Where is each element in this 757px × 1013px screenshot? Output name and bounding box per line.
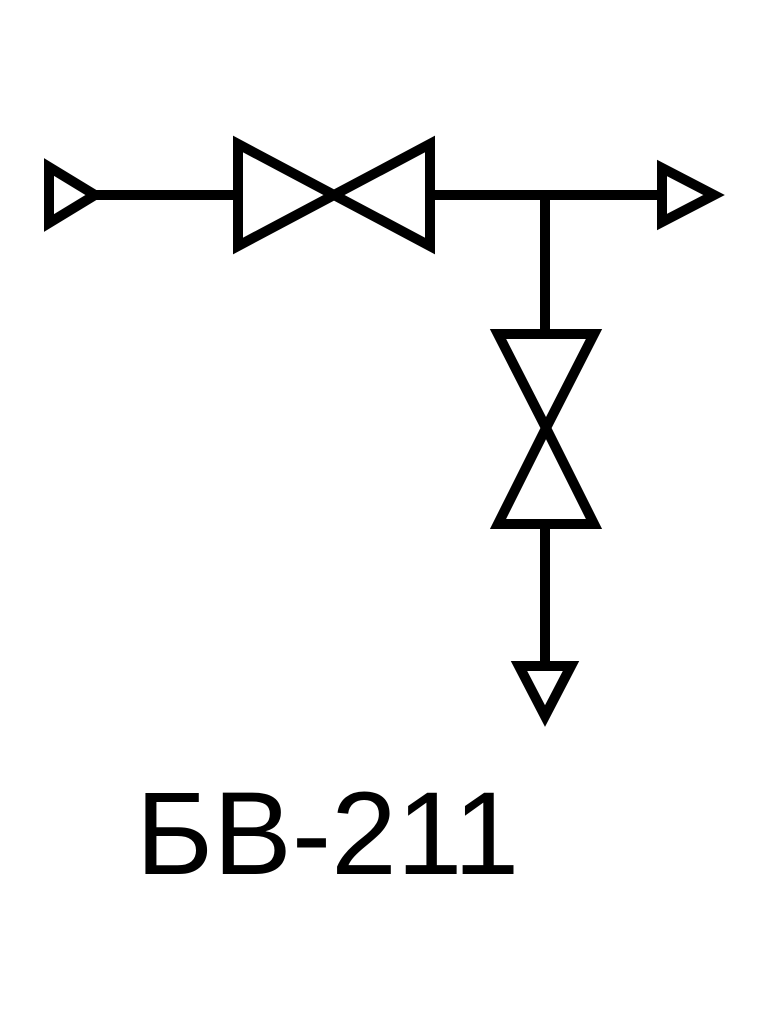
outlet-arrow-icon	[657, 159, 725, 231]
drain-arrow-icon	[510, 661, 580, 727]
horizontal-valve-icon	[233, 135, 435, 255]
vertical-valve-icon	[489, 329, 603, 529]
inlet-arrow-icon	[44, 158, 105, 232]
diagram-label: БВ-211	[135, 768, 520, 900]
